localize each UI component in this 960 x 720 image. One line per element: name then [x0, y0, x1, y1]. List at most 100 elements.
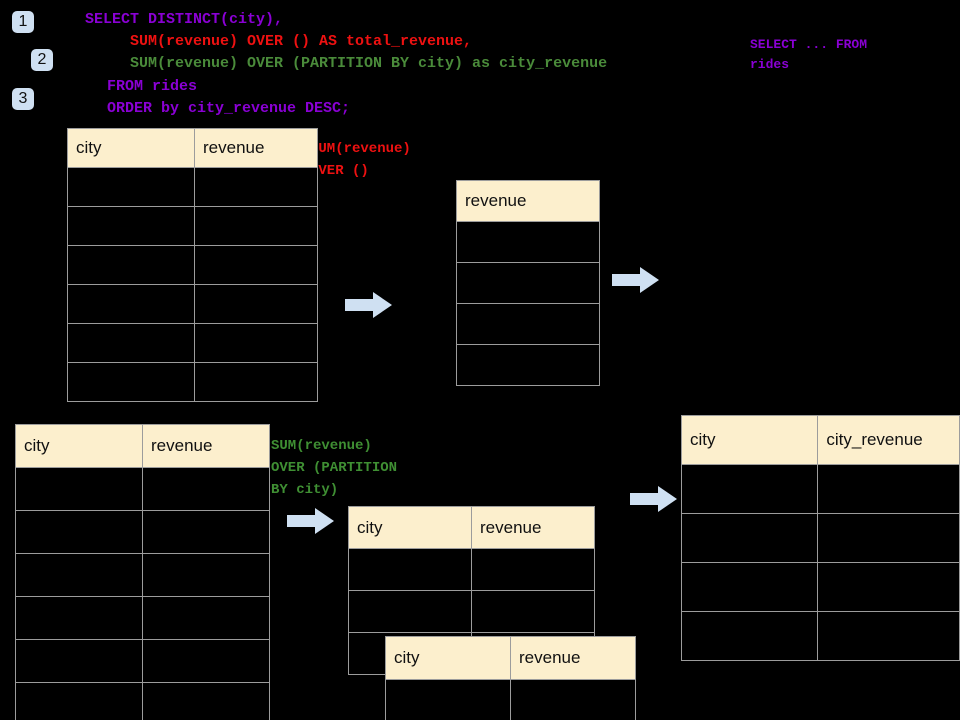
cell-revenue [456, 344, 600, 386]
sql-line-select-distinct: SELECT DISTINCT(city), [85, 11, 284, 28]
cell-revenue [194, 323, 318, 363]
cell-revenue [142, 510, 270, 554]
cell-city [15, 596, 143, 640]
arrow-right-icon [630, 486, 677, 512]
table-row [67, 323, 318, 363]
annotation-over-partition: SUM(revenue) OVER (PARTITION BY city) [271, 438, 398, 498]
cell-city [67, 362, 195, 402]
cell-city [15, 510, 143, 554]
cell-revenue [471, 548, 595, 591]
cell-city-revenue [817, 513, 960, 563]
cell-revenue [456, 221, 600, 263]
table-row [680, 562, 960, 612]
arrow-right-icon [345, 292, 392, 318]
cell-city [67, 323, 195, 363]
table-row [15, 639, 270, 683]
table-total-revenue: revenue [456, 180, 600, 386]
table-row [15, 510, 270, 554]
column-header-revenue: revenue [456, 180, 600, 222]
cell-city-revenue [817, 464, 960, 514]
column-header-city: city [348, 506, 472, 549]
table-rides-top: city revenue [67, 128, 318, 402]
step-badge-2: 2 [31, 49, 53, 71]
table-row [67, 206, 318, 246]
column-header-revenue: revenue [142, 424, 270, 468]
cell-revenue [194, 284, 318, 324]
table-row [67, 362, 318, 402]
cell-revenue [142, 596, 270, 640]
arrow-right-icon [287, 508, 334, 534]
column-header-revenue: revenue [471, 506, 595, 549]
cell-revenue [142, 467, 270, 511]
arrow-right-icon [612, 267, 659, 293]
column-header-city: city [385, 636, 511, 680]
cell-city [67, 206, 195, 246]
table-row [456, 262, 600, 304]
table-header-row: city revenue [15, 424, 270, 468]
cell-city [67, 284, 195, 324]
cell-city [385, 679, 511, 720]
table-row [680, 464, 960, 514]
cell-revenue [510, 679, 636, 720]
sql-line-total-revenue: SUM(revenue) OVER () AS total_revenue, [130, 33, 473, 50]
cell-city-revenue [817, 611, 960, 661]
table-row [456, 303, 600, 345]
cell-city [680, 562, 819, 612]
cell-city-revenue [817, 562, 960, 612]
cell-city [680, 513, 819, 563]
table-row [456, 344, 600, 386]
column-header-city-revenue: city_revenue [817, 415, 960, 465]
cell-city [680, 464, 819, 514]
column-header-revenue: revenue [510, 636, 636, 680]
table-city-revenue-result: city city_revenue [680, 415, 960, 661]
table-header-row: city revenue [67, 128, 318, 168]
table-row [348, 548, 595, 591]
annotation-over-empty: SUM(revenue) OVER () [310, 141, 411, 179]
column-header-city: city [67, 128, 195, 168]
cell-city [348, 590, 472, 633]
cell-revenue [456, 262, 600, 304]
cell-revenue [142, 682, 270, 720]
cell-revenue [194, 206, 318, 246]
cell-revenue [142, 553, 270, 597]
table-header-row: city revenue [385, 636, 636, 680]
sql-line-order-by: ORDER by city_revenue DESC; [107, 100, 351, 117]
table-row [15, 596, 270, 640]
cell-revenue [194, 245, 318, 285]
table-row [67, 245, 318, 285]
cell-city [15, 467, 143, 511]
sql-line-from-rides: FROM rides [107, 78, 198, 95]
table-row [680, 513, 960, 563]
side-note-select-from-rides: SELECT ... FROM rides [750, 37, 868, 72]
table-row [15, 467, 270, 511]
cell-city [67, 167, 195, 207]
cell-city [15, 639, 143, 683]
table-partition-group-b: city revenue [385, 636, 636, 720]
cell-revenue [471, 590, 595, 633]
cell-city [15, 553, 143, 597]
table-row [348, 590, 595, 633]
cell-city [15, 682, 143, 720]
cell-revenue [194, 167, 318, 207]
step-badge-1: 1 [12, 11, 34, 33]
cell-city [67, 245, 195, 285]
table-row [680, 611, 960, 661]
column-header-city: city [680, 415, 819, 465]
sql-line-city-revenue: SUM(revenue) OVER (PARTITION BY city) as… [130, 55, 608, 72]
cell-city [680, 611, 819, 661]
cell-city [348, 548, 472, 591]
table-row [15, 553, 270, 597]
column-header-city: city [15, 424, 143, 468]
table-row [385, 679, 636, 720]
table-row [456, 221, 600, 263]
table-row [15, 682, 270, 720]
step-badge-3: 3 [12, 88, 34, 110]
column-header-revenue: revenue [194, 128, 318, 168]
cell-revenue [456, 303, 600, 345]
table-header-row: city city_revenue [680, 415, 960, 465]
table-rides-bottom: city revenue [15, 424, 270, 720]
table-row [67, 167, 318, 207]
cell-revenue [194, 362, 318, 402]
cell-revenue [142, 639, 270, 683]
